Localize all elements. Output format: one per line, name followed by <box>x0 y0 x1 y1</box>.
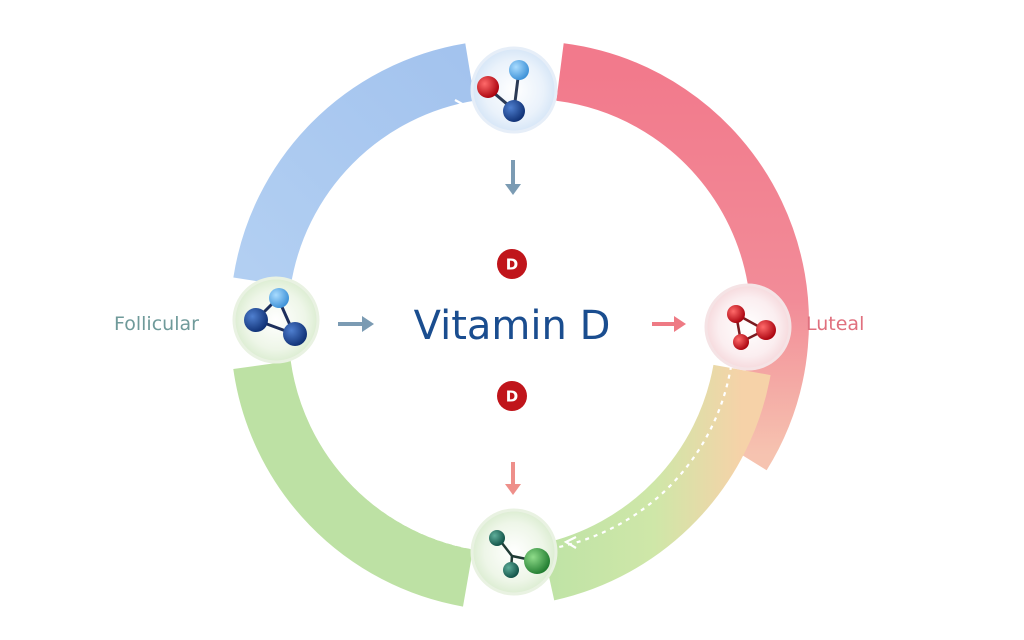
ring-segment-yellow <box>541 364 771 601</box>
arrow-right-icon <box>652 316 686 332</box>
badge-top-letter: D <box>506 256 518 274</box>
ring-segment-blue <box>233 43 476 287</box>
molecule-icon <box>727 305 776 350</box>
dashed-arrow-top <box>454 99 469 113</box>
ring-segment-green <box>233 360 474 607</box>
arrow-down-icon <box>505 462 521 495</box>
luteal-label: Luteal <box>806 313 864 335</box>
badge-top: D <box>497 249 527 279</box>
badge-bottom-letter: D <box>506 388 518 406</box>
node-left <box>232 276 320 364</box>
center-title: Vitamin D <box>414 303 611 349</box>
badge-bottom: D <box>497 381 527 411</box>
cycle-ring <box>233 43 809 607</box>
node-right <box>704 283 792 371</box>
follicular-label: Follicular <box>114 313 199 335</box>
node-bottom <box>470 508 558 596</box>
molecule-icon <box>477 60 529 122</box>
molecule-icon <box>489 530 550 578</box>
molecule-icon <box>244 288 307 346</box>
node-top <box>470 46 558 134</box>
dashed-arrow-bottom <box>563 536 577 549</box>
arrow-right-icon <box>338 316 374 332</box>
arrow-down-icon <box>505 160 521 195</box>
ring-segment-red <box>556 43 809 471</box>
center-arrows <box>338 160 686 495</box>
